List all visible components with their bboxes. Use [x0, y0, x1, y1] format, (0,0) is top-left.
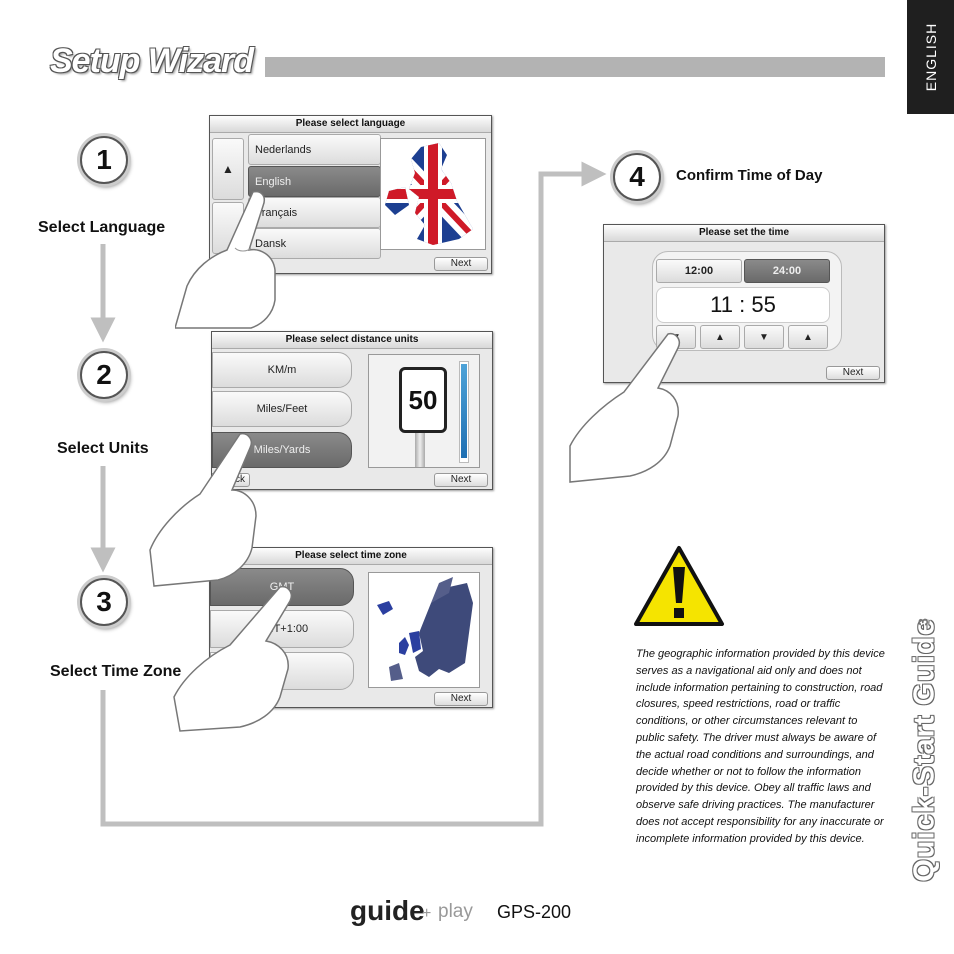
hand-pointer-icon — [175, 190, 276, 329]
model-number: GPS-200 — [497, 902, 572, 922]
timezone-screen-title: Please select time zone — [210, 548, 492, 565]
uk-flag-map-icon — [380, 138, 486, 250]
units-option[interactable]: Miles/Feet — [212, 391, 352, 427]
language-option-selected[interactable]: English — [248, 166, 381, 197]
step-3-label: Select Time Zone — [50, 663, 182, 680]
time-display: 11 : 55 — [656, 287, 830, 323]
scroll-up-button[interactable]: ▲ — [212, 138, 244, 200]
time-screen: Please set the time 12:00 24:00 11 : 55 … — [603, 224, 885, 383]
step-4-circle: 4 — [613, 153, 661, 201]
minute-up-button[interactable]: ▲ — [788, 325, 828, 349]
hand-pointer-icon — [569, 332, 680, 483]
language-screen-title: Please select language — [210, 116, 491, 133]
step-2-circle: 2 — [80, 351, 128, 399]
arrow-up-icon: ▲ — [715, 331, 725, 343]
speed-sign: 50 — [399, 367, 447, 433]
language-option[interactable]: Nederlands — [248, 134, 381, 165]
format-24-tab[interactable]: 24:00 — [744, 259, 830, 283]
language-option[interactable]: Français — [248, 197, 381, 228]
hour-up-button[interactable]: ▲ — [700, 325, 740, 349]
side-title: Quick-Start Guide — [908, 618, 941, 882]
hand-pointer-icon — [173, 585, 292, 732]
brand-logo-play: play — [438, 901, 473, 922]
timezone-screen: Please select time zone GMT GMT+1:00 Nex… — [209, 547, 493, 708]
title-bar — [265, 57, 885, 77]
europe-map-icon — [368, 572, 480, 688]
units-option[interactable]: KM/m — [212, 352, 352, 388]
units-screen: Please select distance units KM/m Miles/… — [211, 331, 493, 490]
next-button[interactable]: Next — [434, 692, 488, 706]
time-screen-title: Please set the time — [604, 225, 884, 242]
language-tab: ENGLISH — [907, 0, 954, 114]
units-screen-title: Please select distance units — [212, 332, 492, 349]
language-option[interactable]: Dansk — [248, 228, 381, 259]
minute-down-button[interactable]: ▼ — [744, 325, 784, 349]
scroll-up-icon: ▲ — [222, 162, 234, 176]
arrow-3-4 — [100, 161, 607, 827]
step-2-label: Select Units — [57, 440, 149, 457]
step-4-label: Confirm Time of Day — [676, 167, 823, 184]
warning-triangle-icon — [634, 546, 724, 626]
step-1-circle: 1 — [80, 136, 128, 184]
brand-logo-plus: + — [422, 905, 432, 922]
page-number: 3 — [915, 618, 931, 626]
step-3-circle: 3 — [80, 578, 128, 626]
safety-warning-text: The geographic information provided by t… — [636, 648, 885, 845]
arrow-up-icon: ▲ — [803, 331, 813, 343]
next-button[interactable]: Next — [826, 366, 880, 380]
next-button[interactable]: Next — [434, 473, 488, 487]
speed-sign-image: 50 — [368, 354, 480, 468]
next-button[interactable]: Next — [434, 257, 488, 271]
hand-pointer-icon — [149, 432, 257, 587]
arrow-down-icon: ▼ — [759, 331, 769, 343]
format-12-tab[interactable]: 12:00 — [656, 259, 742, 283]
page-title: Setup Wizard — [50, 42, 254, 80]
brand-logo-guide: guide — [350, 895, 425, 926]
step-1-label: Select Language — [38, 219, 166, 236]
